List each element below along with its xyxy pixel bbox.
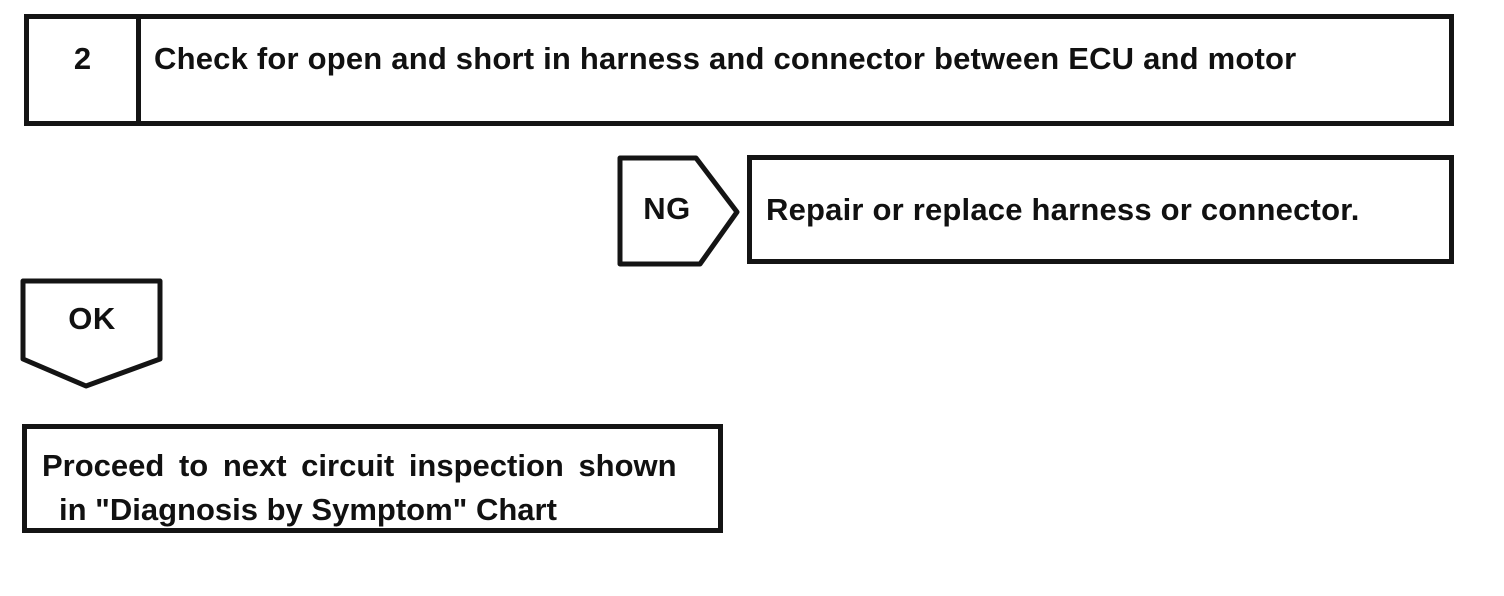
ok-action-line2: in "Diagnosis by Symptom" Chart — [59, 492, 557, 527]
ok-pentagon-shape — [20, 278, 163, 389]
ok-action-line1: Proceed to next circuit inspection shown — [42, 448, 677, 483]
ng-pentagon-shape — [617, 155, 740, 267]
step-box: 2 Check for open and short in harness an… — [24, 14, 1454, 126]
ng-action-box: Repair or replace harness or connector. — [747, 155, 1454, 264]
step-number-cell: 2 — [29, 19, 141, 121]
step-number: 2 — [73, 41, 92, 76]
ok-action-box: Proceed to next circuit inspection shown… — [22, 424, 723, 533]
ok-label-text: OK — [68, 301, 116, 336]
ok-label: OK — [20, 278, 164, 360]
ng-label: NG — [617, 155, 717, 263]
ng-action-text: Repair or replace harness or connector. — [766, 191, 1360, 227]
ng-label-text: NG — [643, 191, 691, 226]
step-instruction-cell: Check for open and short in harness and … — [141, 19, 1449, 121]
step-instruction: Check for open and short in harness and … — [154, 41, 1297, 76]
